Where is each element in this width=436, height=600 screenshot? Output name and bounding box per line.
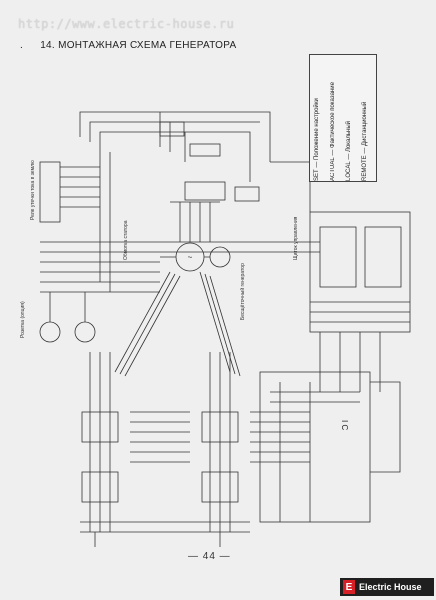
title-text: 14. МОНТАЖНАЯ СХЕМА ГЕНЕРАТОРА <box>40 40 237 51</box>
label-brushless-generator: Бесщёточный генератор <box>240 263 246 320</box>
page-title: . 14. МОНТАЖНАЯ СХЕМА ГЕНЕРАТОРА <box>20 40 237 51</box>
brand-badge[interactable]: E Electric House <box>340 578 434 596</box>
brand-name: Electric House <box>359 582 422 592</box>
legend-col-set: SET — Положение настройки <box>314 98 320 181</box>
legend-col-remote: REMOTE — Дистанционный <box>362 101 368 181</box>
label-ic: I C <box>340 420 349 431</box>
page-number: — 44 — <box>188 551 231 562</box>
wiring-diagram: ~ <box>39 111 411 547</box>
label-stator: Обмотка статора <box>123 220 129 261</box>
label-control-panel: Щиток управления <box>293 216 299 260</box>
generator-symbol: ~ <box>188 253 193 262</box>
title-bullet: . <box>20 40 24 51</box>
legend-col-local: LOCAL — Локальный <box>346 120 352 181</box>
legend-col-actual: ACTUAL — Фактическое показание <box>330 82 336 181</box>
legend-box: SET — Положение настройки ACTUAL — Факти… <box>309 54 377 182</box>
watermark-url: http://www.electric-house.ru <box>18 17 235 31</box>
label-socket: Розетка (опция) <box>20 301 26 338</box>
label-leakage-relay: Реле утечки тока в землю <box>30 160 36 220</box>
brand-logo-icon: E <box>343 580 355 594</box>
